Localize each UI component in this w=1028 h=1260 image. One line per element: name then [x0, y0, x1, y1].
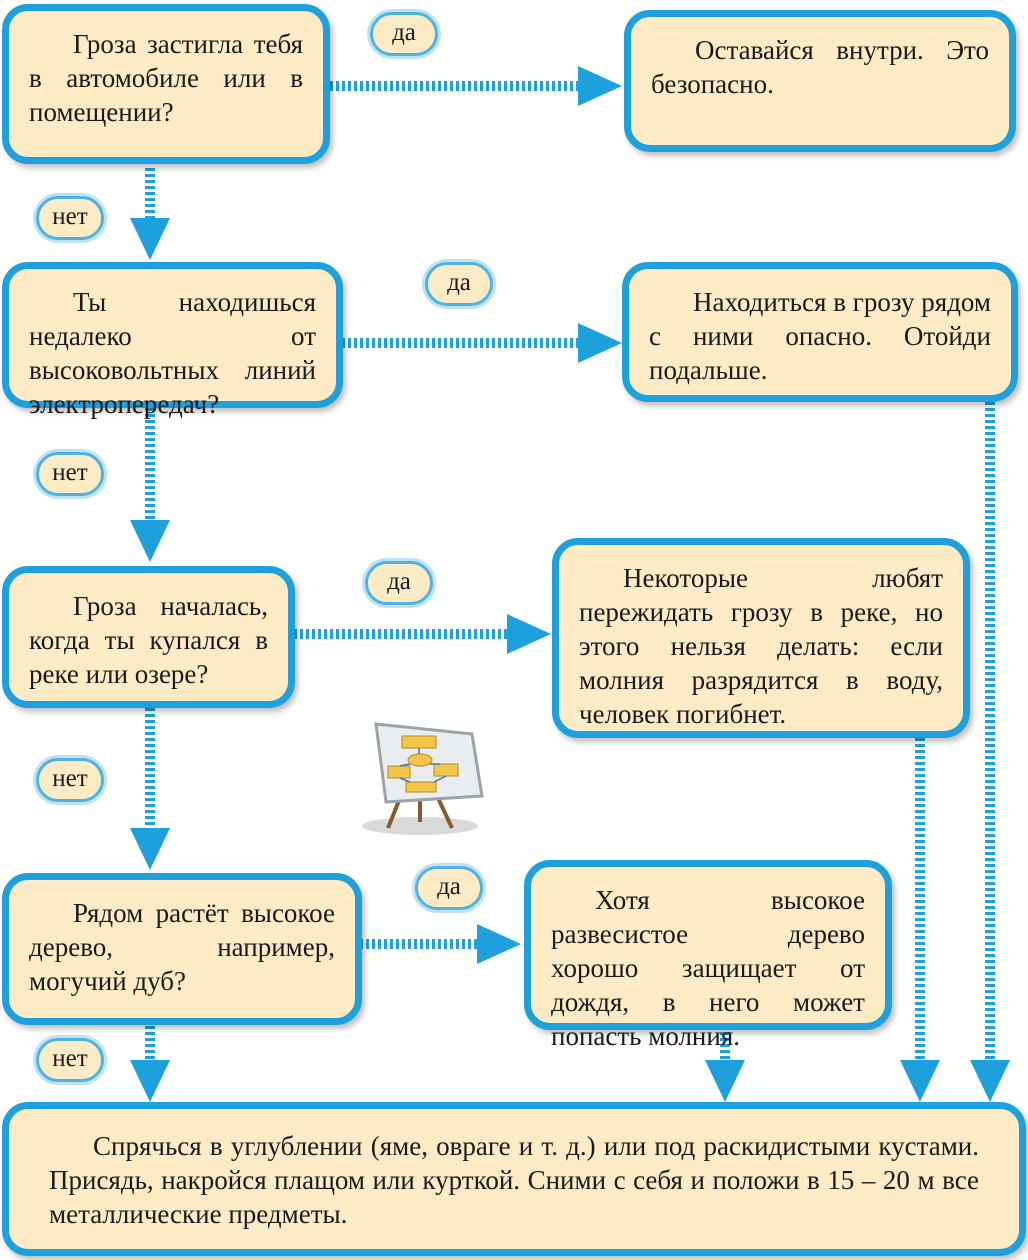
- question-text-3: Гроза началась, когда ты купался в реке …: [29, 591, 268, 689]
- yes-label-3: да: [365, 561, 433, 605]
- yes-arrow-2: [343, 323, 622, 363]
- yes-label-2: да: [425, 262, 493, 306]
- answer-arrow-2: [970, 400, 1010, 1102]
- answer-text-4: Хотя высокое развесистое дерево хорошо з…: [551, 885, 865, 1051]
- no-label-3: нет: [36, 758, 104, 802]
- yes-label-4: да: [415, 866, 483, 910]
- flowchart-easel-icon: [362, 722, 484, 835]
- no-arrow-3: [130, 707, 170, 870]
- answer-box-4: Хотя высокое развесистое дерево хорошо з…: [524, 860, 892, 1051]
- answer-arrow-3: [900, 738, 940, 1102]
- no-label-2: нет: [36, 452, 104, 496]
- answer-text-3: Некоторые любят пережидать грозу в реке,…: [579, 563, 943, 729]
- yes-label-1: да: [370, 12, 438, 56]
- answer-text-1: Оставайся внутри. Это безопасно.: [651, 35, 989, 99]
- no-arrow-4: [130, 1025, 170, 1102]
- final-box: Спрячься в углублении (яме, овраге и т. …: [2, 1102, 1026, 1256]
- no-arrow-2: [130, 408, 170, 562]
- question-text-4: Рядом растёт высокое дерево, например, м…: [29, 898, 335, 996]
- no-label-4: нет: [36, 1038, 104, 1082]
- yes-arrow-4: [362, 924, 521, 964]
- answer-box-1: Оставайся внутри. Это безопасно.: [624, 10, 1016, 152]
- question-box-2: Ты находишься недалеко от высоковольтных…: [2, 262, 343, 419]
- yes-arrow-3: [295, 614, 551, 654]
- no-label-1: нет: [36, 196, 104, 240]
- question-text-2: Ты находишься недалеко от высоковольтных…: [29, 287, 316, 419]
- yes-arrow-1: [330, 66, 622, 106]
- answer-arrow-4: [705, 1030, 745, 1102]
- question-text-1: Гроза застигла тебя в автомобиле или в п…: [29, 29, 303, 127]
- final-text: Спрячься в углублении (яме, овраге и т. …: [49, 1131, 979, 1229]
- question-box-1: Гроза застигла тебя в автомобиле или в п…: [2, 4, 330, 164]
- question-box-4: Рядом растёт высокое дерево, например, м…: [2, 873, 362, 1025]
- question-box-3: Гроза началась, когда ты купался в реке …: [2, 566, 295, 708]
- no-arrow-1: [130, 165, 170, 260]
- answer-text-2: Находиться в грозу рядом с ними опасно. …: [649, 287, 991, 385]
- answer-box-2: Находиться в грозу рядом с ними опасно. …: [622, 262, 1018, 402]
- answer-box-3: Некоторые любят пережидать грозу в реке,…: [552, 538, 970, 738]
